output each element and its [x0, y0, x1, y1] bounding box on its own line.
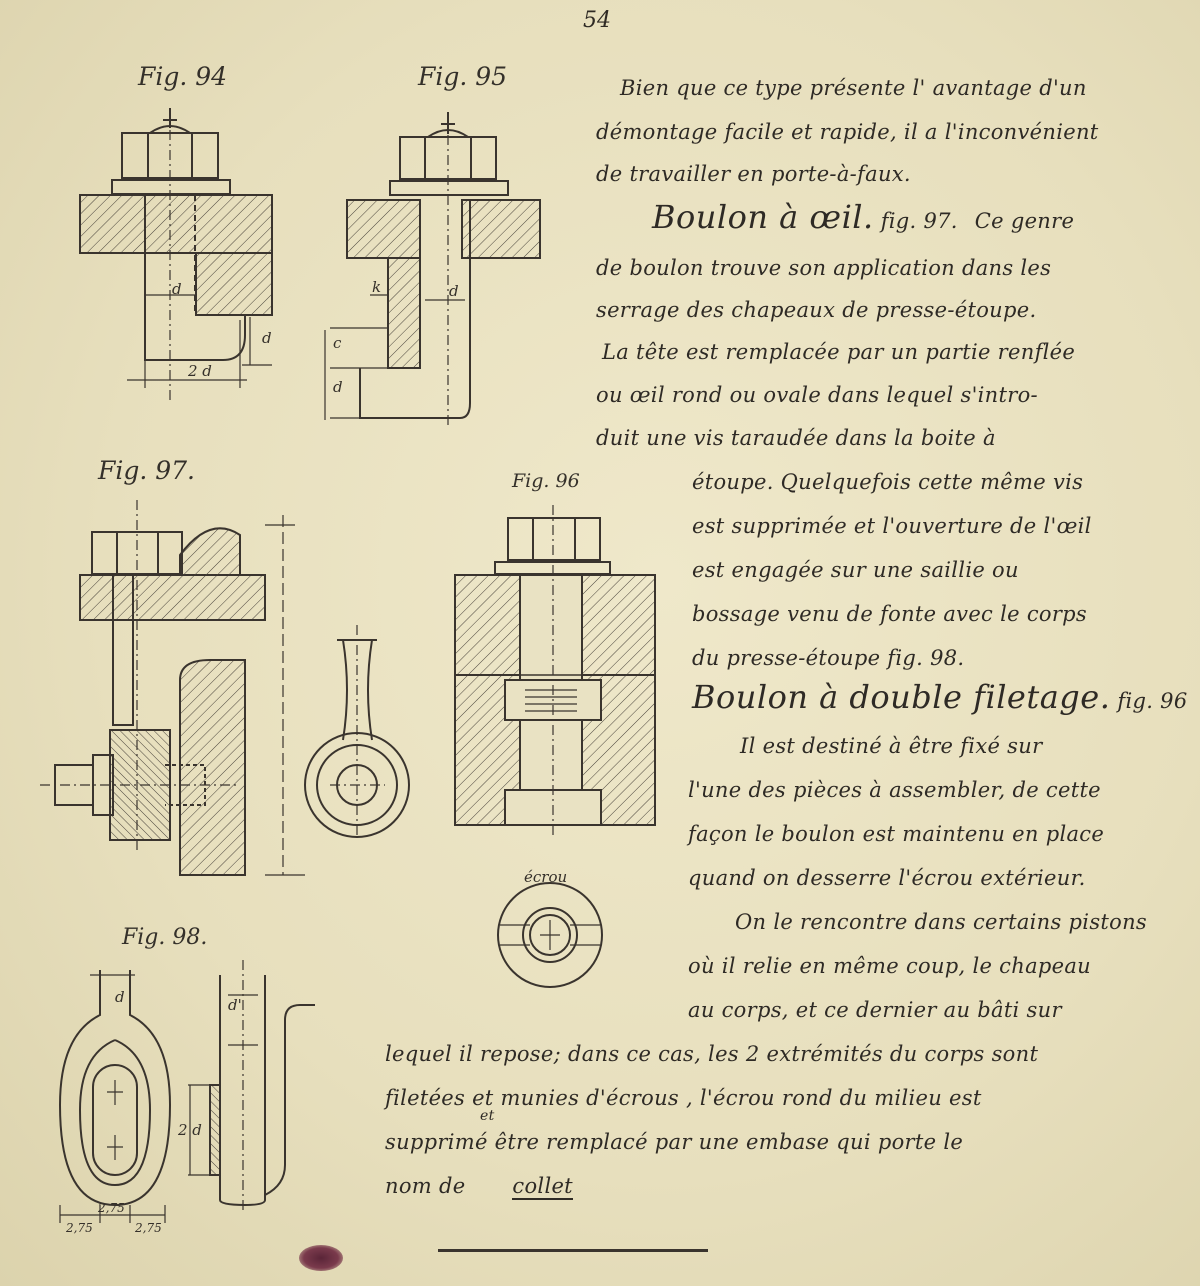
- text-line: au corps, et ce dernier au bâti sur: [688, 998, 1062, 1022]
- text-line: duit une vis taraudée dans la boite à: [596, 426, 996, 450]
- fig-96-drawing: [454, 505, 656, 988]
- dim-label-fig95-d-low: d: [333, 378, 343, 396]
- fig-97-drawing: [40, 500, 410, 876]
- text-line: est engagée sur une saillie ou: [692, 558, 1019, 582]
- text-line: filetées et munies d'écrous , l'écrou ro…: [385, 1086, 982, 1110]
- closing-rule: [438, 1249, 708, 1252]
- text-line: La tête est remplacée par un partie renf…: [602, 340, 1076, 364]
- ink-stain: [299, 1245, 343, 1271]
- underlined-word-collet: collet: [512, 1174, 573, 1200]
- dim-label-fig95-c: c: [333, 334, 342, 352]
- text-line: de boulon trouve son application dans le…: [596, 256, 1052, 280]
- dim-label-275-left: 2,75: [65, 1221, 93, 1235]
- text-line: serrage des chapeaux de presse-étoupe.: [596, 298, 1037, 322]
- heading-fig-ref: fig. 96: [1117, 689, 1188, 713]
- text-line: du presse-étoupe fig. 98.: [692, 646, 965, 670]
- text-line: ou œil rond ou ovale dans lequel s'intro…: [596, 383, 1038, 407]
- dim-label-275-right: 2,75: [134, 1221, 162, 1235]
- text-line: l'une des pièces à assembler, de cette: [688, 778, 1101, 802]
- text-line: Il est destiné à être fixé sur: [740, 734, 1043, 758]
- dim-label-fig98-d-prime: d': [228, 996, 242, 1014]
- caption-fig-98: Fig. 98.: [122, 925, 208, 950]
- text-insertion: et: [480, 1108, 495, 1124]
- heading-boulon-a-oeil: Boulon à œil. fig. 97. Ce genre: [652, 198, 1074, 236]
- text-line: lequel il repose; dans ce cas, les 2 ext…: [385, 1042, 1039, 1066]
- caption-fig-94: Fig. 94: [138, 62, 228, 91]
- dim-label-fig94-d-side: d: [262, 329, 272, 347]
- dim-label-fig94-2d: 2 d: [187, 362, 212, 380]
- text-line: de travailler en porte-à-faux.: [596, 162, 911, 186]
- text-line: Bien que ce type présente l' avantage d'…: [620, 76, 1087, 100]
- caption-fig-97: Fig. 97.: [98, 456, 195, 485]
- dim-label-fig95-k: k: [372, 278, 381, 296]
- text-line: étoupe. Quelquefois cette même vis: [692, 470, 1084, 494]
- text-line-last: nom de collet: [385, 1174, 573, 1200]
- page-number: 54: [583, 8, 611, 33]
- caption-fig-95: Fig. 95: [418, 62, 508, 91]
- fig-94-drawing: [79, 108, 273, 400]
- text-line: démontage facile et rapide, il a l'incon…: [596, 120, 1099, 144]
- caption-fig-96: Fig. 96: [512, 470, 580, 492]
- heading-fig-ref: fig. 97.: [880, 209, 958, 233]
- fig-95-drawing: [324, 112, 541, 425]
- heading-tail: Ce genre: [974, 209, 1075, 233]
- heading-boulon-double-filetage: Boulon à double filetage. fig. 96: [692, 678, 1187, 716]
- dim-label-fig95-d: d: [449, 282, 459, 300]
- heading-text: Boulon à double filetage.: [692, 678, 1111, 716]
- text-line: façon le boulon est maintenu en place: [688, 822, 1105, 846]
- fig-98-drawing: [58, 960, 315, 1223]
- heading-text: Boulon à œil.: [652, 198, 874, 236]
- text-fragment: nom de: [385, 1174, 466, 1198]
- dim-label-fig98-d: d: [115, 988, 125, 1006]
- dim-label-fig98-2d: 2 d: [177, 1121, 202, 1139]
- text-line: On le rencontre dans certains pistons: [735, 910, 1147, 934]
- text-line: est supprimée et l'ouverture de l'œil: [692, 514, 1092, 538]
- text-line: bossage venu de fonte avec le corps: [692, 602, 1087, 626]
- text-line: supprimé être remplacé par une embase qu…: [385, 1130, 964, 1154]
- dim-label-fig94-d: d: [172, 280, 182, 298]
- text-line: où il relie en même coup, le chapeau: [688, 954, 1092, 978]
- dim-label-275-mid: 2,75: [97, 1201, 125, 1215]
- text-line: quand on desserre l'écrou extérieur.: [688, 866, 1086, 890]
- dim-label-ecrou: écrou: [524, 868, 567, 886]
